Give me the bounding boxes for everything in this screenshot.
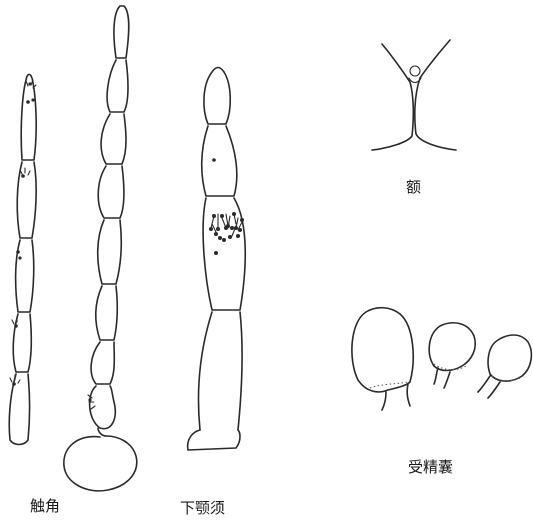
sensory-pegs (209, 212, 244, 242)
antenna-sensilla (9, 79, 37, 386)
spermatheca-label: 受精囊 (408, 458, 454, 476)
maxillary-palp-drawing (186, 66, 247, 451)
maxillary-palp-long-drawing (63, 5, 138, 492)
frons-drawing (371, 39, 457, 151)
spermatheca-drawing (351, 306, 533, 411)
frons-label: 额 (406, 178, 422, 196)
maxillary-palp-label: 下颚须 (180, 499, 226, 517)
antenna-label: 触角 (30, 497, 61, 515)
antenna-drawing (8, 73, 37, 446)
